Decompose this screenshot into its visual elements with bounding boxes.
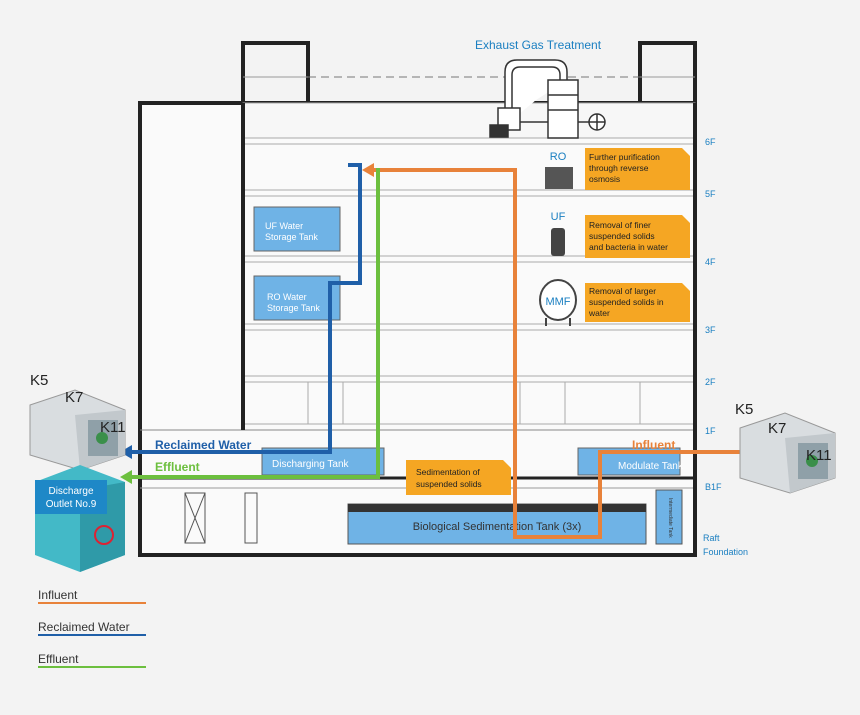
legend-reclaimed-line: [38, 634, 146, 636]
ro-note: Further purification through reverse osm…: [585, 148, 690, 190]
uf-storage-tank: UF Water Storage Tank: [253, 206, 341, 252]
svg-text:Storage Tank: Storage Tank: [265, 232, 318, 242]
svg-text:osmosis: osmosis: [589, 174, 620, 184]
svg-text:through reverse: through reverse: [589, 163, 649, 173]
discharge-outlet-building-icon: [35, 465, 125, 572]
reclaimed-label: Reclaimed Water: [155, 438, 252, 452]
svg-text:UF Water: UF Water: [265, 221, 303, 231]
uf-unit-icon: [551, 228, 565, 256]
mmf-unit-icon: MMF: [539, 279, 577, 326]
influent-arrowhead: [362, 163, 374, 177]
right-k7: K7: [768, 420, 786, 437]
ro-unit-icon: [545, 167, 573, 189]
svg-text:and bacteria in water: and bacteria in water: [589, 242, 668, 252]
ro-label: RO: [550, 151, 567, 163]
legend-effluent-line: [38, 666, 146, 668]
uf-label: UF: [551, 211, 566, 223]
svg-text:RO Water: RO Water: [267, 292, 307, 302]
influent-flow-line: [372, 168, 740, 539]
svg-text:Intermediate Tank: Intermediate Tank: [667, 498, 673, 538]
svg-text:Removal of larger: Removal of larger: [589, 286, 656, 296]
right-campus-building-icon: [739, 412, 836, 494]
right-k5: K5: [735, 401, 753, 418]
svg-text:Discharging Tank: Discharging Tank: [272, 459, 350, 470]
legend-effluent-label: Effluent: [38, 652, 79, 666]
right-k11: K11: [806, 447, 832, 464]
sedimentation-note: Sedimentation of suspended solids: [406, 460, 511, 495]
floor-1f: 1F: [705, 426, 716, 436]
reclaimed-arrowhead-left: [120, 445, 132, 459]
legend-reclaimed-label: Reclaimed Water: [38, 620, 130, 634]
floor-raft-1: Raft: [703, 533, 720, 543]
floor-2f: 2F: [705, 377, 716, 387]
floor-b1f: B1F: [705, 482, 722, 492]
legend-influent-line: [38, 602, 146, 604]
svg-text:Biological Sedimentation Tank: Biological Sedimentation Tank (3x): [413, 521, 582, 533]
reclaimed-flow-line: [130, 163, 362, 454]
left-campus-building-icon: [29, 389, 126, 471]
mmf-note: Removal of larger suspended solids in wa…: [585, 283, 690, 322]
svg-text:Modulate Tank: Modulate Tank: [618, 461, 684, 472]
svg-text:Removal of finer: Removal of finer: [589, 220, 651, 230]
left-k11: K11: [100, 419, 126, 436]
floor-3f: 3F: [705, 325, 716, 335]
outlet-label-1: Discharge: [48, 486, 93, 497]
shafts-decor: [184, 492, 258, 544]
intermediate-tank: Intermediate Tank: [655, 489, 683, 545]
svg-text:Sedimentation of: Sedimentation of: [416, 467, 480, 477]
effluent-label: Effluent: [155, 460, 200, 474]
svg-text:Further purification: Further purification: [589, 152, 660, 162]
svg-text:Storage Tank: Storage Tank: [267, 303, 320, 313]
left-k7: K7: [65, 389, 83, 406]
exhaust-equipment-icon: [489, 59, 606, 139]
ro-storage-tank: RO Water Storage Tank: [253, 275, 341, 321]
floor-4f: 4F: [705, 257, 716, 267]
left-k5: K5: [30, 372, 48, 389]
outlet-label-2: Outlet No.9: [46, 499, 97, 510]
svg-text:suspended solids: suspended solids: [589, 231, 655, 241]
uf-note: Removal of finer suspended solids and ba…: [585, 215, 690, 258]
influent-label: Influent: [632, 438, 675, 452]
exhaust-title: Exhaust Gas Treatment: [475, 38, 602, 52]
floor-raft-2: Foundation: [703, 547, 748, 557]
svg-text:water: water: [588, 308, 610, 318]
svg-text:suspended solids: suspended solids: [416, 479, 482, 489]
legend-influent-label: Influent: [38, 588, 78, 602]
floor-labels: 6F 5F 4F 3F 2F 1F B1F Raft Foundation: [703, 137, 748, 557]
svg-text:suspended solids in: suspended solids in: [589, 297, 664, 307]
floor-5f: 5F: [705, 189, 716, 199]
floor-6f: 6F: [705, 137, 716, 147]
effluent-arrowhead: [120, 470, 132, 484]
mmf-label: MMF: [545, 296, 570, 308]
effluent-flow-line: [130, 168, 380, 479]
